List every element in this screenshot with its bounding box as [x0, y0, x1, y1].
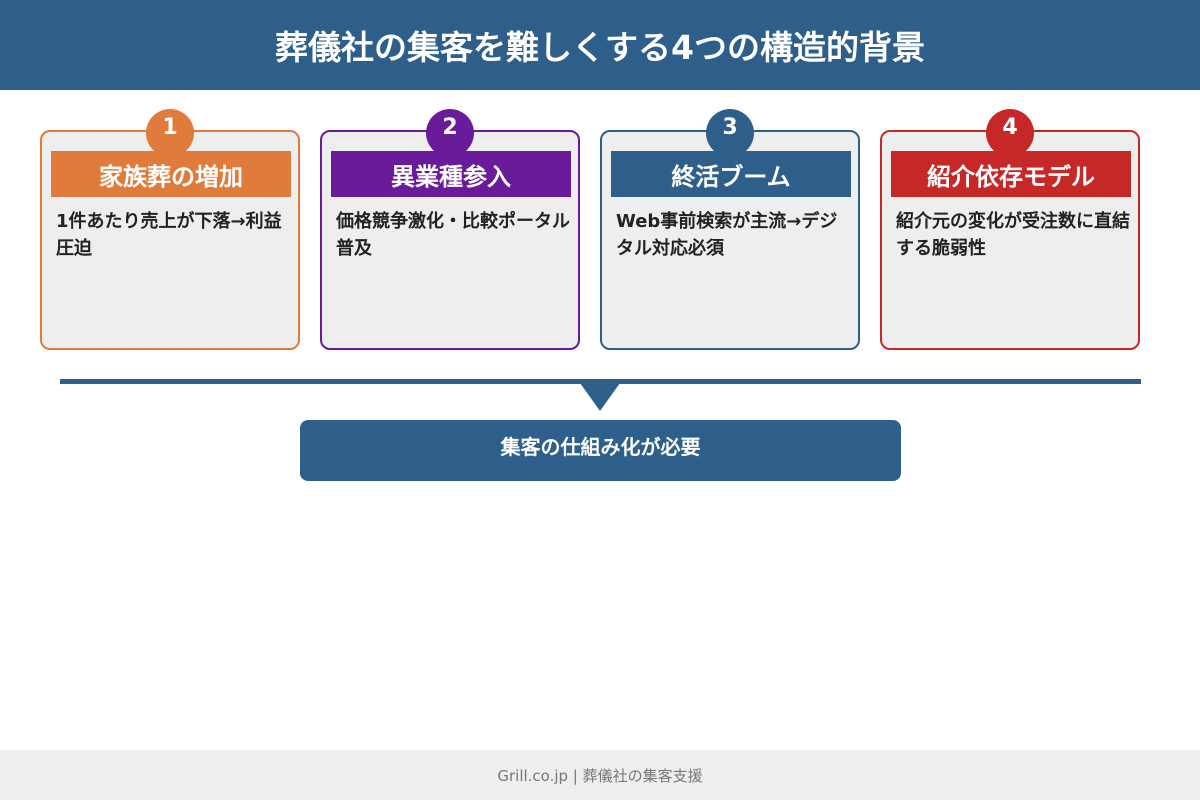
card-description: 価格競争激化・比較ポータル普及: [336, 211, 570, 259]
card-description: Web事前検索が主流→デジタル対応必須: [616, 211, 838, 259]
card-description: 紹介元の変化が受注数に直結する脆弱性: [896, 211, 1130, 259]
number-badge: 3: [706, 109, 754, 157]
page-title: 葬儀社の集客を難しくする4つの構造的背景: [275, 28, 925, 67]
footer: Grill.co.jp | 葬儀社の集客支援: [0, 750, 1200, 800]
card-family-funeral: 1 家族葬の増加 1件あたり売上が下落→利益圧迫: [40, 109, 300, 350]
number-badge: 4: [986, 109, 1034, 157]
card-description: 1件あたり売上が下落→利益圧迫: [56, 211, 282, 259]
down-arrow-icon: [580, 383, 620, 411]
card-end-of-life-boom: 3 終活ブーム Web事前検索が主流→デジタル対応必須: [600, 109, 860, 350]
header-banner: 葬儀社の集客を難しくする4つの構造的背景: [0, 0, 1200, 90]
card-title: 家族葬の増加: [51, 151, 291, 197]
card-new-entrants: 2 異業種参入 価格競争激化・比較ポータル普及: [320, 109, 580, 350]
conclusion-text: 集客の仕組み化が必要: [500, 435, 701, 459]
number-badge: 1: [146, 109, 194, 157]
footer-text: Grill.co.jp | 葬儀社の集客支援: [497, 766, 703, 785]
card-referral-model: 4 紹介依存モデル 紹介元の変化が受注数に直結する脆弱性: [880, 109, 1140, 350]
divider-line: [60, 379, 1141, 384]
card-title: 異業種参入: [331, 151, 571, 197]
conclusion-box: 集客の仕組み化が必要: [300, 420, 901, 481]
number-badge: 2: [426, 109, 474, 157]
card-title: 終活ブーム: [611, 151, 851, 197]
card-title: 紹介依存モデル: [891, 151, 1131, 197]
